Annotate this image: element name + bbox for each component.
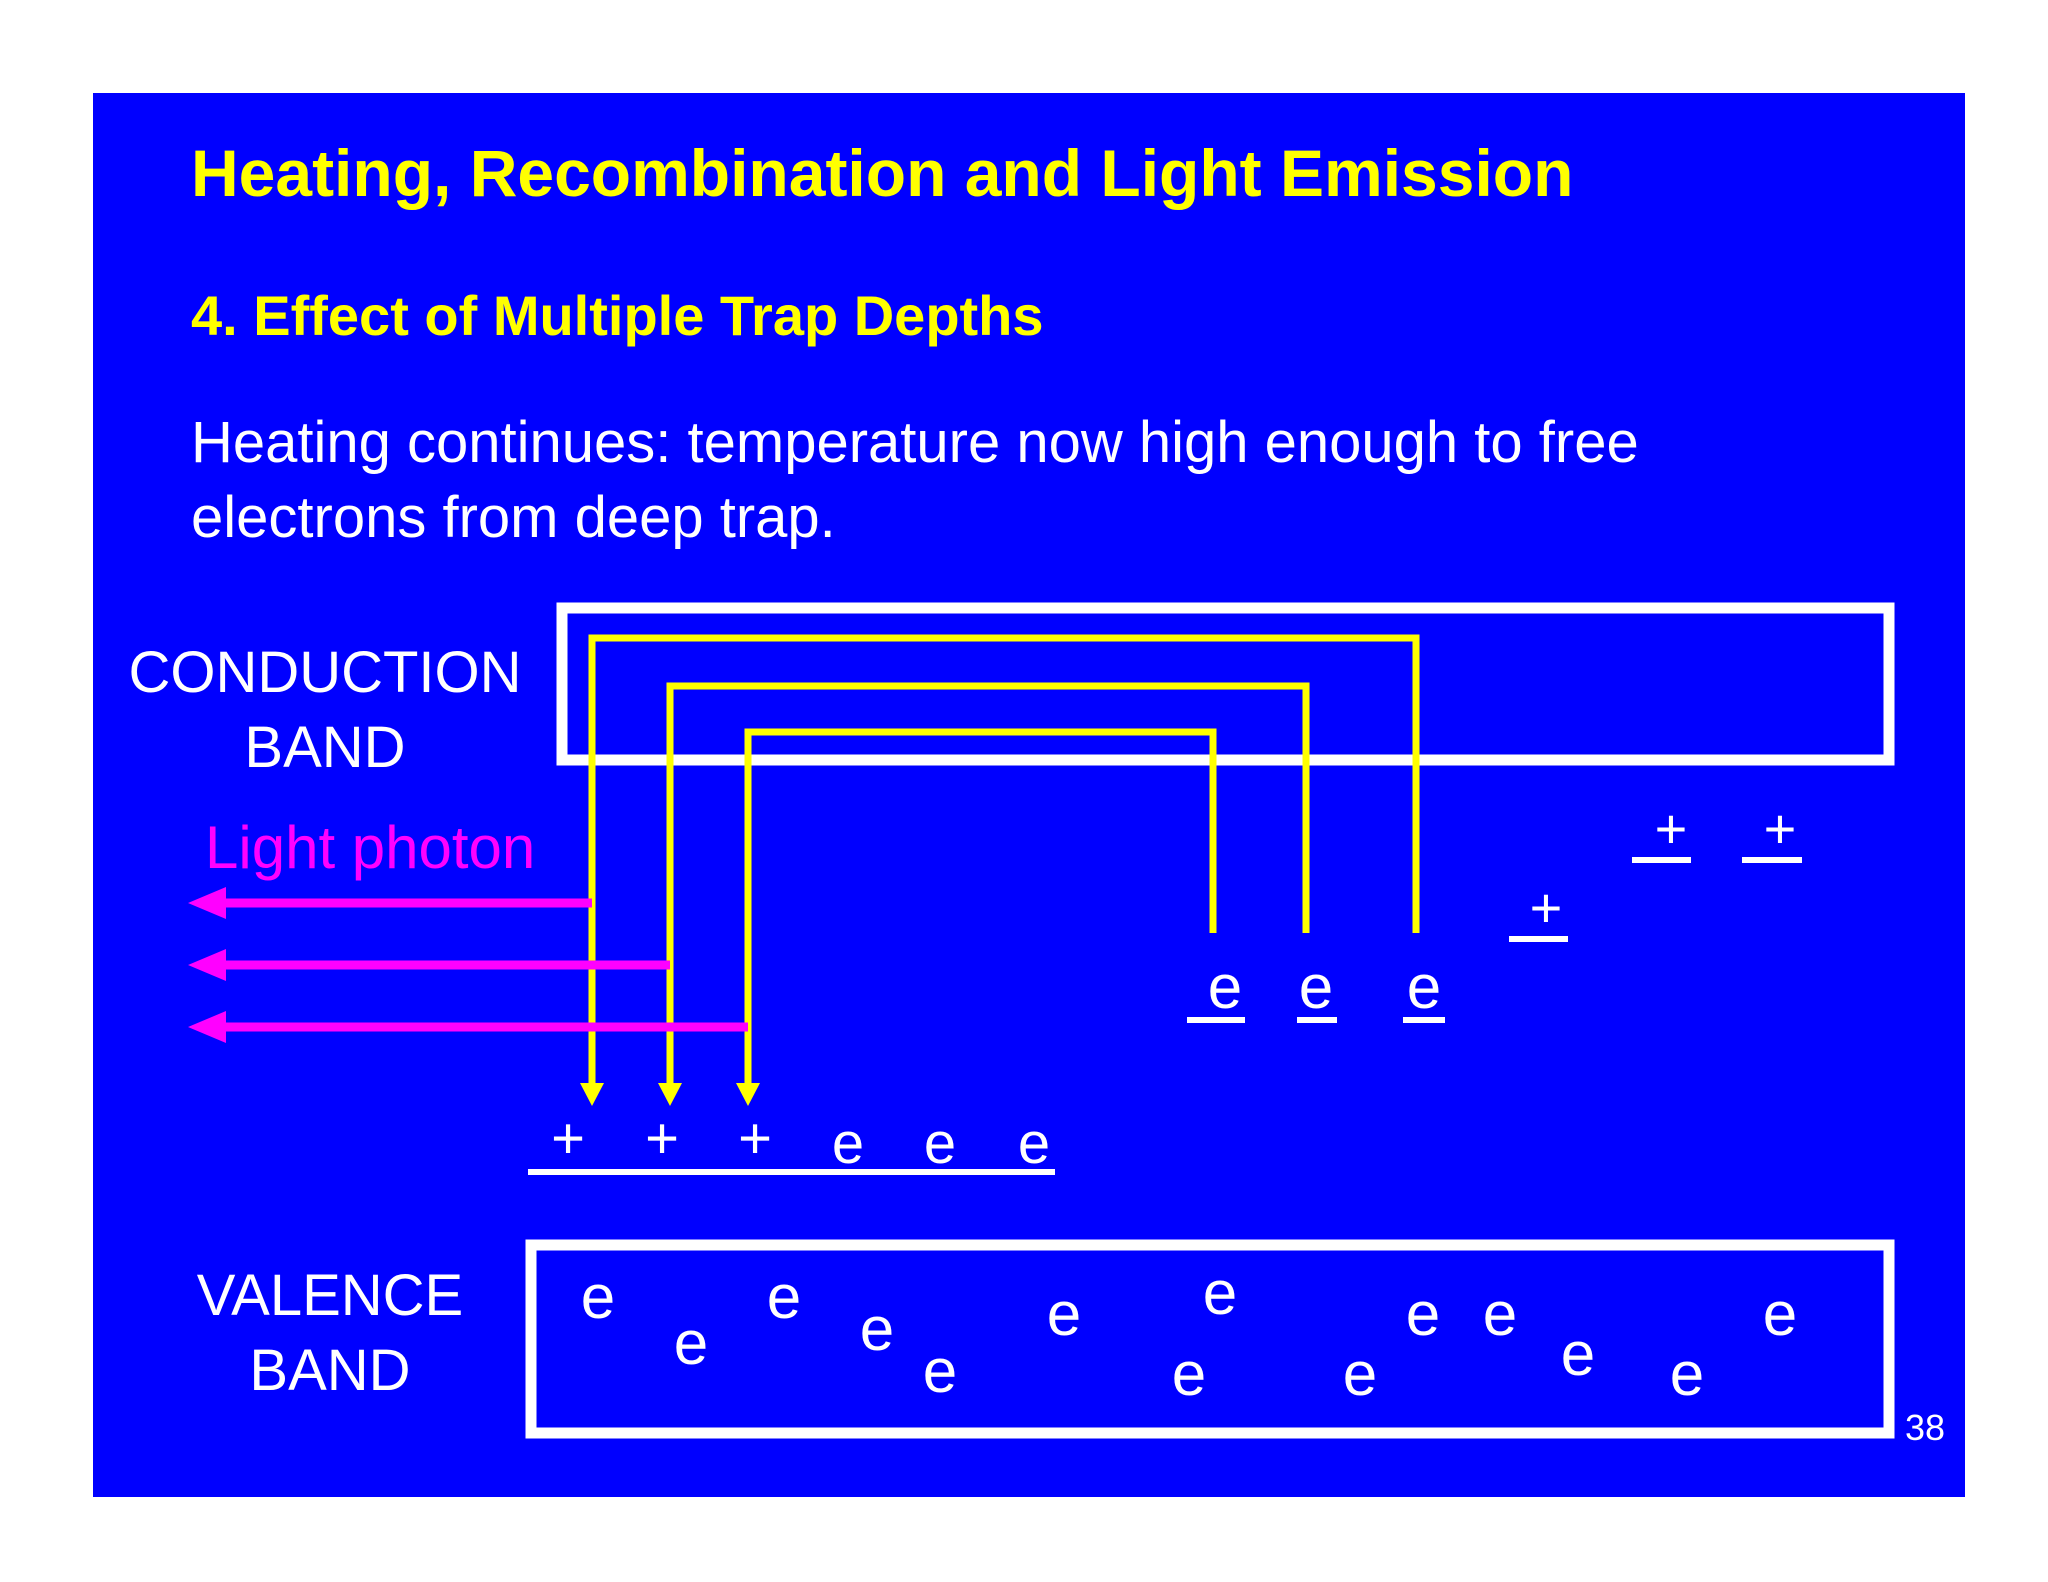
slide-background: [93, 93, 1965, 1497]
recombination-electron: e: [832, 1111, 864, 1176]
valence-electron: e: [923, 1337, 957, 1406]
body-line: electrons from deep trap.: [191, 485, 836, 550]
arrowhead-down-icon: [580, 1083, 604, 1106]
trap-electron: e: [1208, 953, 1242, 1022]
valence-electron: e: [1561, 1320, 1595, 1389]
conduction-band-box: [556, 602, 1895, 766]
arrowhead-left-icon: [188, 949, 226, 981]
valence-electron: e: [1343, 1340, 1377, 1409]
valence-electron: e: [767, 1263, 801, 1332]
valence-electron: e: [581, 1263, 615, 1332]
valence-electron: e: [1172, 1340, 1206, 1409]
valence-electron: e: [674, 1309, 708, 1378]
deep-trap-electron-path: [588, 634, 1420, 1085]
valence-electron: e: [860, 1295, 894, 1364]
recombination-hole: +: [738, 1106, 772, 1171]
recombination-hole: +: [645, 1106, 679, 1171]
valence-label-line: BAND: [249, 1338, 411, 1403]
valence-electron: e: [1670, 1340, 1704, 1409]
body-text: Heating continues: temperature now high …: [191, 405, 1891, 555]
recombination-electron: e: [1018, 1111, 1050, 1176]
light-photon-label: Light photon: [205, 814, 536, 881]
trap-hole: +: [1655, 797, 1688, 860]
valence-electron: e: [1763, 1280, 1797, 1349]
slide-title: Heating, Recombination and Light Emissio…: [191, 136, 1574, 210]
trap-hole: +: [1530, 876, 1563, 939]
conduction-band-label: CONDUCTION BAND: [100, 635, 550, 785]
recombination-hole: +: [551, 1106, 585, 1171]
conduction-label-line: CONDUCTION: [128, 640, 522, 705]
conduction-label-line: BAND: [244, 715, 406, 780]
arrowhead-left-icon: [188, 887, 226, 919]
valence-electron: e: [1047, 1280, 1081, 1349]
valence-band-box: [525, 1239, 1895, 1439]
body-line: Heating continues: temperature now high …: [191, 410, 1639, 475]
valence-electron: e: [1483, 1280, 1517, 1349]
arrowhead-left-icon: [188, 1011, 226, 1043]
valence-band-label: VALENCE BAND: [155, 1258, 505, 1408]
slide-subtitle: 4. Effect of Multiple Trap Depths: [191, 284, 1044, 347]
recombination-electron: e: [924, 1111, 956, 1176]
valence-electron: e: [1406, 1280, 1440, 1349]
valence-electron: e: [1203, 1259, 1237, 1328]
middle-trap-electron-path: [666, 682, 1310, 1085]
arrowhead-down-icon: [736, 1083, 760, 1106]
trap-hole: +: [1764, 797, 1797, 860]
valence-label-line: VALENCE: [196, 1263, 464, 1328]
page-number: 38: [1905, 1407, 1946, 1448]
arrowhead-down-icon: [658, 1083, 682, 1106]
shallow-trap-electron-path: [744, 728, 1217, 1085]
trap-electron: e: [1299, 953, 1333, 1022]
trap-electron: e: [1407, 953, 1441, 1022]
